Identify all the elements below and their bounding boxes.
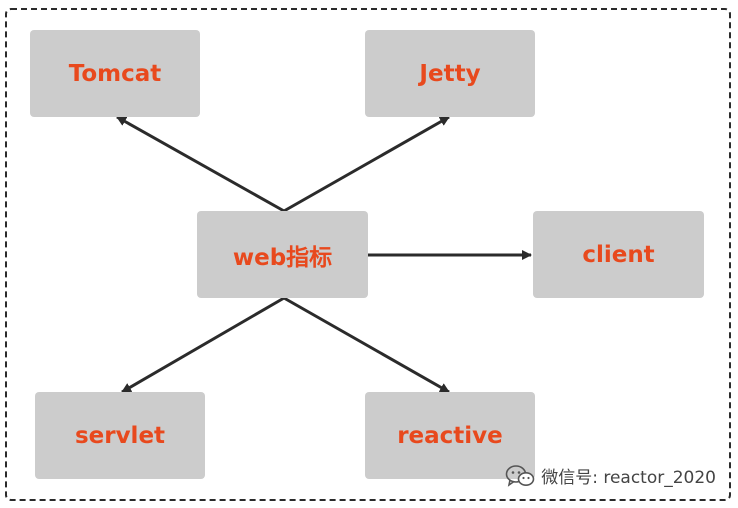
arrow-to-tomcat bbox=[116, 115, 285, 213]
arrow-to-jetty bbox=[283, 115, 450, 213]
node-servlet: servlet bbox=[35, 392, 205, 479]
arrow-to-reactive bbox=[283, 296, 450, 394]
node-jetty: Jetty bbox=[365, 30, 535, 117]
watermark: 微信号: reactor_2020 bbox=[505, 463, 716, 488]
node-tomcat: Tomcat bbox=[30, 30, 200, 117]
watermark-text: 微信号: reactor_2020 bbox=[541, 468, 716, 488]
wechat-icon bbox=[505, 464, 535, 488]
node-client: client bbox=[533, 211, 704, 298]
dashed-frame bbox=[5, 8, 731, 501]
node-web-metrics: web指标 bbox=[197, 211, 368, 298]
arrow-to-servlet bbox=[121, 296, 285, 394]
node-reactive: reactive bbox=[365, 392, 535, 479]
